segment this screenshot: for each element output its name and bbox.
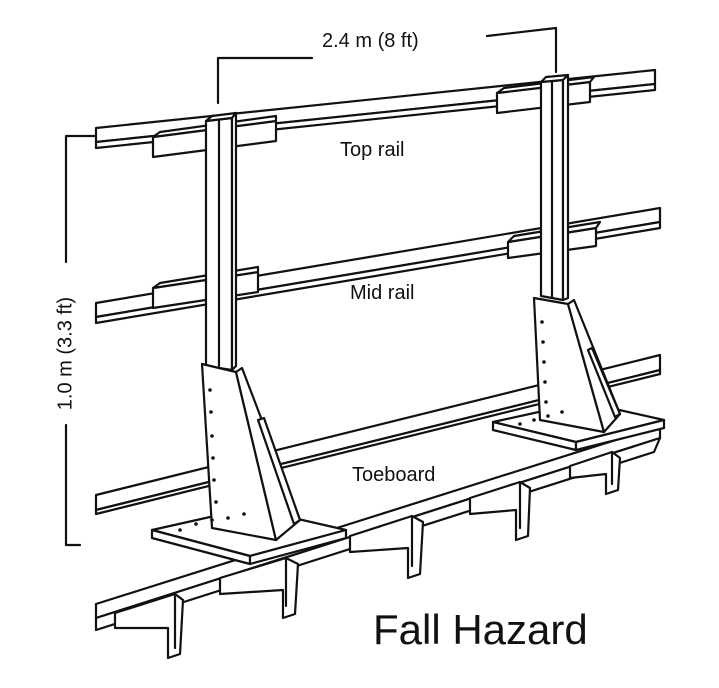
width-dimension-label: 2.4 m (8 ft): [322, 30, 419, 52]
post-front-edges: [219, 81, 552, 366]
right-bracket-bolts: [518, 320, 564, 426]
diagram-title: Fall Hazard: [373, 606, 588, 653]
height-dimension-lines: [66, 136, 97, 545]
toeboard-label: Toeboard: [352, 464, 436, 486]
mid-rail-label: Mid rail: [350, 282, 415, 304]
left-bracket-bolts: [178, 388, 246, 532]
left-post: [152, 113, 346, 564]
floor-joists: [115, 452, 620, 658]
height-dimension-label: 1.0 m (3.3 ft): [54, 296, 77, 411]
top-rail-label: Top rail: [340, 139, 405, 161]
right-post: [493, 75, 664, 450]
width-dimension-lines: [218, 28, 556, 103]
